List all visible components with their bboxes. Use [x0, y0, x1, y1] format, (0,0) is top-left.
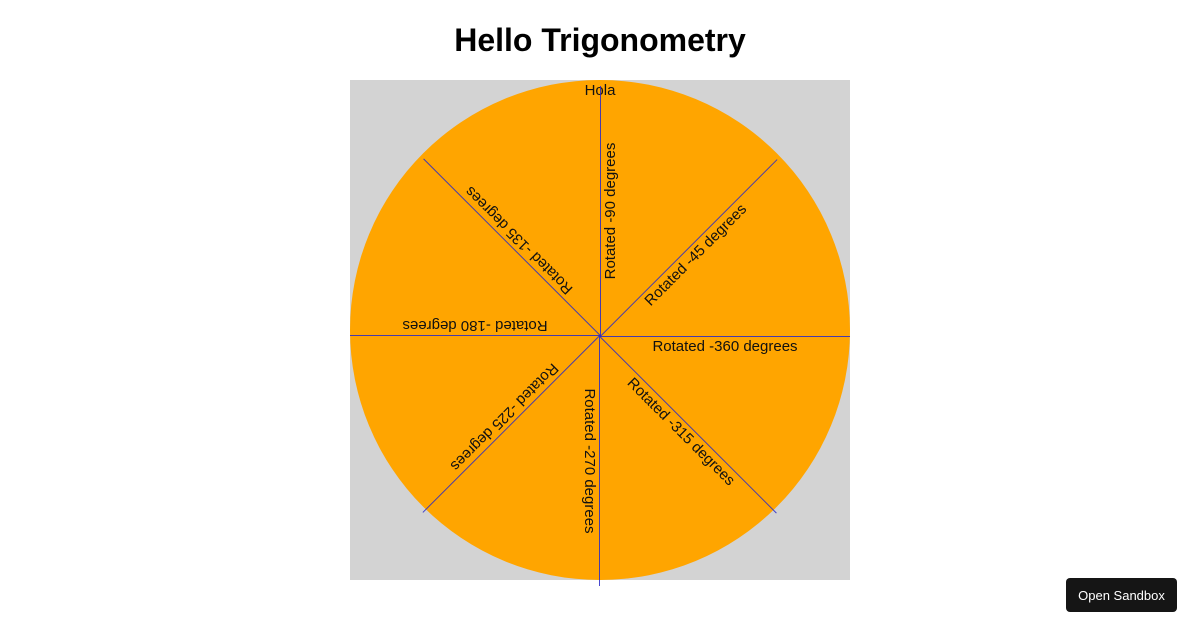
ray-minus-90: Rotated -90 degrees [600, 86, 620, 336]
ray-label: Rotated -360 degrees [652, 338, 798, 355]
page-title: Hello Trigonometry [454, 22, 746, 58]
ray-label: Rotated -90 degrees [602, 142, 619, 280]
ray-label: Rotated -180 degrees [402, 317, 548, 334]
open-sandbox-button[interactable]: Open Sandbox [1066, 578, 1177, 612]
ray-minus-270: Rotated -270 degrees [580, 336, 600, 586]
top-label: Hola [584, 82, 616, 99]
trig-diagram: Hola Rotated -45 degrees Rotated -90 deg… [350, 80, 850, 586]
ray-minus-180: Rotated -180 degrees [350, 316, 600, 336]
orange-circle [350, 80, 850, 580]
ray-label: Rotated -270 degrees [581, 388, 598, 534]
ray-minus-360: Rotated -360 degrees [600, 336, 850, 356]
